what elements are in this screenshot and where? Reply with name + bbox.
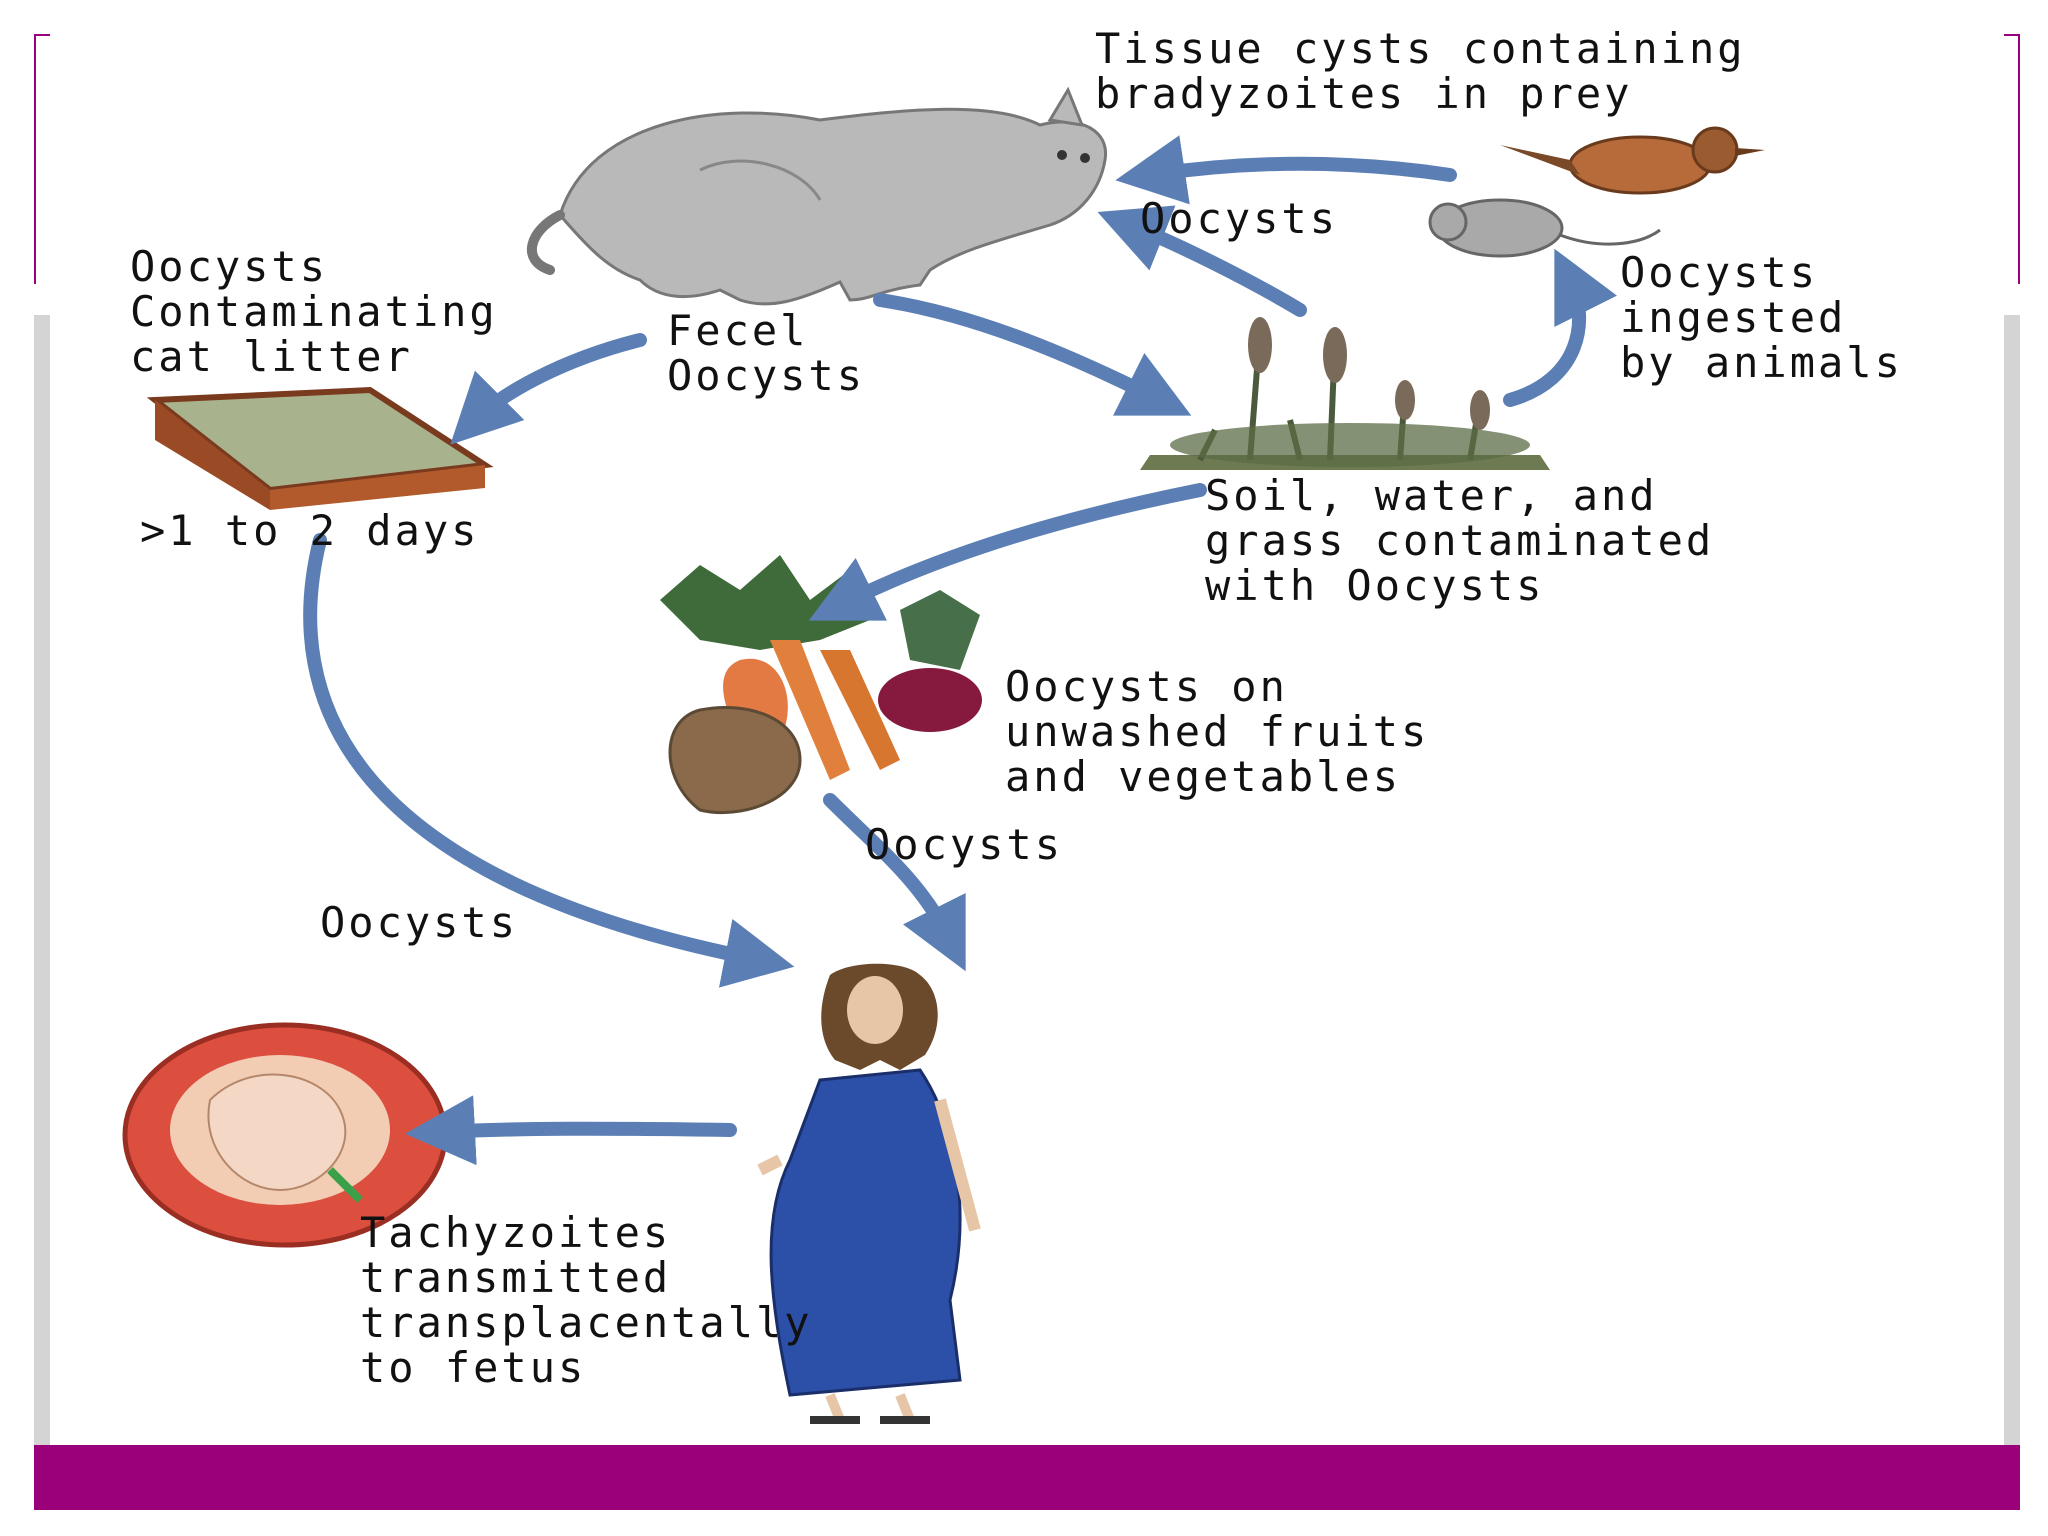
arrow-cat-to-litter [450,333,647,445]
frame-left-line [34,34,36,284]
frame-right-line [2018,34,2020,284]
arrow-woman-to-fetus [405,1095,737,1166]
label-oocysts-left: Oocysts [320,898,519,947]
arrow-soil-to-vegetables [808,483,1207,621]
arrow-plants-to-prey [1503,248,1617,407]
plants-illustration [1140,317,1550,470]
frame-top-right-tick [2004,34,2020,36]
arrows [303,135,1617,1166]
label-oocysts-top: Oocysts [1140,194,1339,243]
label-oocysts-ingested: Oocysts ingested by animals [1620,248,1903,387]
label-days: >1 to 2 days [140,506,480,555]
bird-illustration [1500,126,1765,195]
label-tachyzoites: Tachyzoites transmitted transplacentally… [360,1208,813,1392]
label-unwashed: Oocysts on unwashed fruits and vegetable… [1005,662,1430,801]
arrow-prey-to-cat [1115,135,1457,205]
label-soil-water: Soil, water, and grass contaminated with… [1205,471,1715,610]
footer-bar [34,1445,2020,1510]
cat-illustration [526,86,1108,306]
mouse-illustration [1428,198,1661,258]
label-fecel-oocysts: Fecel Oocysts [667,306,866,400]
diagram-panel [50,315,2004,1445]
arrow-plants-to-cat [1097,205,1307,317]
vegetables-illustration [660,555,982,815]
label-tissue-cysts: Tissue cysts containing bradyzoites in p… [1095,24,1746,118]
label-oocysts-cat-litter: Oocysts Contaminating cat litter [130,242,498,381]
label-oocysts-veg: Oocysts [865,820,1064,869]
litter-box-illustration [146,386,494,510]
arrow-cat-to-plants [873,293,1192,416]
arrow-vegetables-to-woman [823,793,966,972]
arrow-litter-to-woman [303,533,795,988]
frame-top-left-tick [34,34,50,36]
pregnant-woman-illustration [757,963,981,1424]
